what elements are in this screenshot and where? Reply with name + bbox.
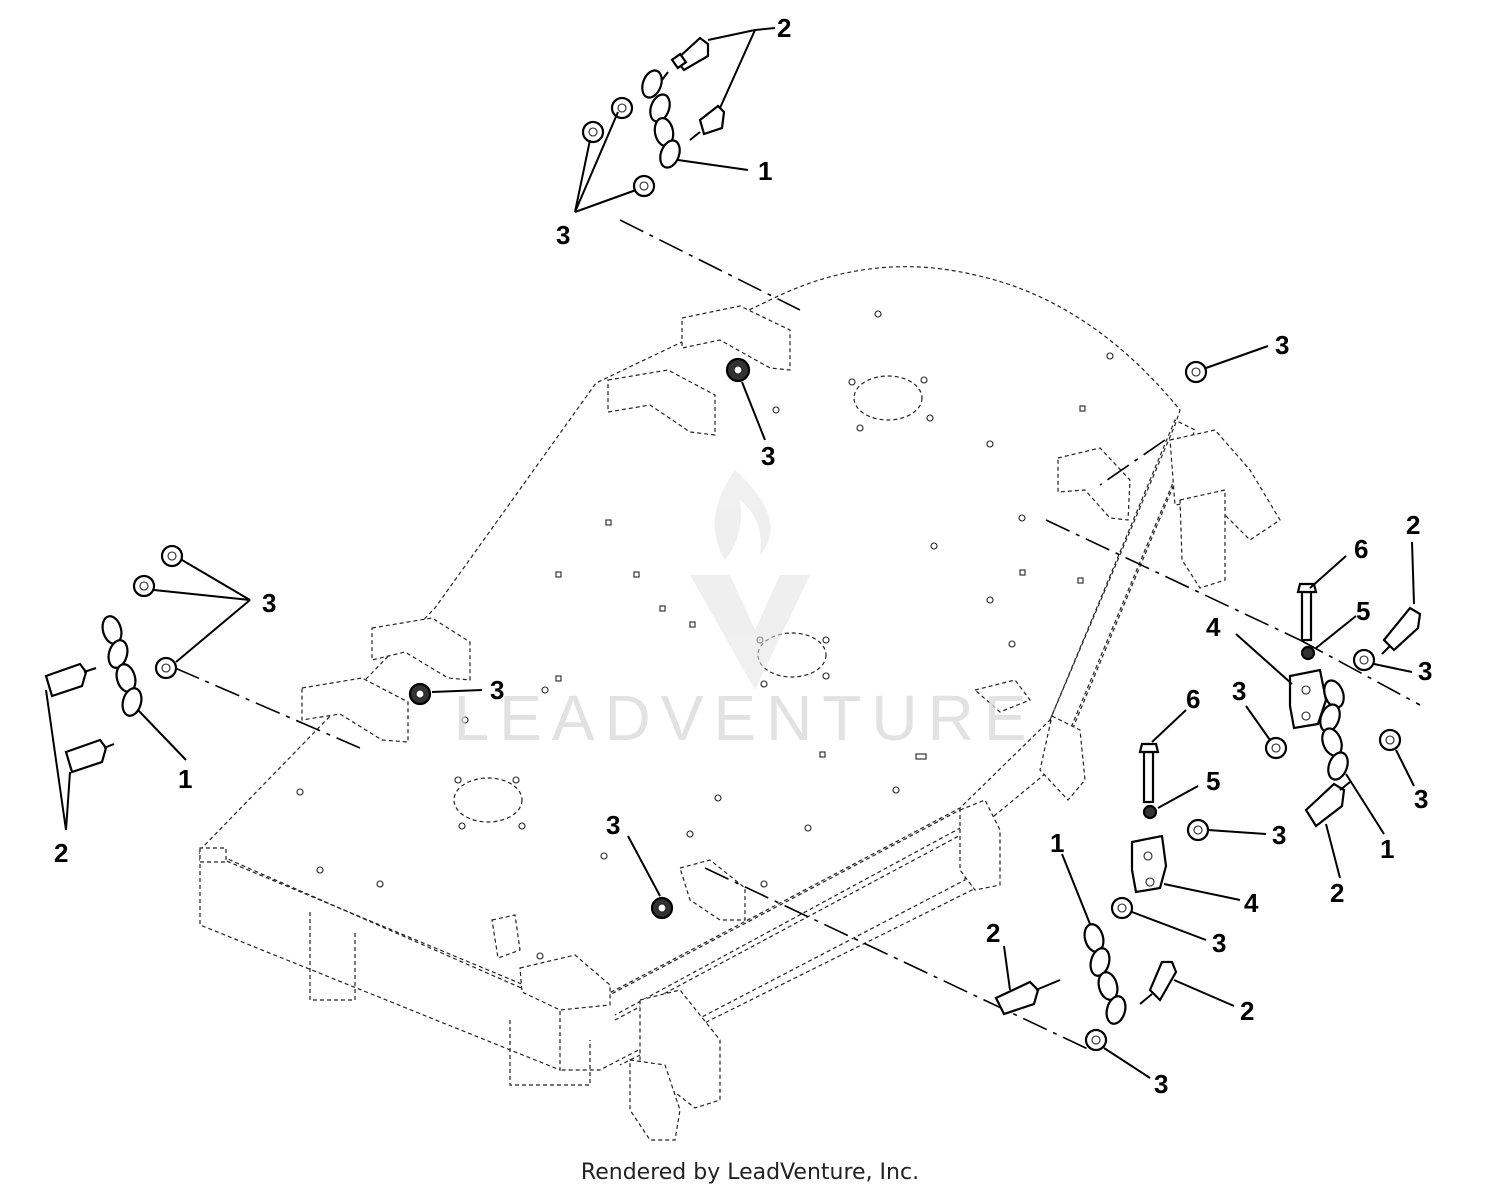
callout-lower-6: 6 — [1186, 684, 1200, 714]
watermark-logo — [690, 470, 810, 690]
callout-top-3: 3 — [556, 220, 570, 250]
chain-top — [641, 69, 681, 169]
callout-left-2: 2 — [54, 838, 68, 868]
callout-deck-3-b: 3 — [1275, 330, 1289, 360]
callout-right-3-b: 3 — [1232, 676, 1246, 706]
callout-left-3: 3 — [262, 588, 276, 618]
footer-credit: Rendered by LeadVenture, Inc. — [580, 1160, 920, 1185]
chain-right — [1319, 679, 1349, 781]
callout-mid-3: 3 — [490, 675, 504, 705]
callout-left-1: 1 — [178, 764, 192, 794]
callout-lower-2-a: 2 — [986, 918, 1000, 948]
callout-right-3-a: 3 — [1418, 656, 1432, 686]
callout-right-2-bottom: 2 — [1330, 878, 1344, 908]
callout-right-5: 5 — [1356, 596, 1370, 626]
chain-lower — [1083, 923, 1127, 1025]
callout-right-2-top: 2 — [1406, 510, 1420, 540]
callout-lower-1: 1 — [1050, 828, 1064, 858]
watermark-text: LEADVENTURE — [454, 682, 1037, 754]
chain-left — [101, 615, 143, 717]
callout-right-1: 1 — [1380, 834, 1394, 864]
callout-right-6: 6 — [1354, 534, 1368, 564]
callout-top-2: 2 — [777, 13, 791, 43]
callout-front-3: 3 — [606, 810, 620, 840]
callout-lower-3-b: 3 — [1212, 928, 1226, 958]
callout-lower-4: 4 — [1244, 888, 1259, 918]
callout-lower-3-a: 3 — [1272, 820, 1286, 850]
callout-top-1: 1 — [758, 156, 772, 186]
mower-deck — [198, 266, 1281, 1141]
callout-deck-3-a: 3 — [761, 441, 775, 471]
alignment-lines — [174, 219, 1421, 1051]
hardware-left-cluster — [44, 544, 184, 774]
hardware-top-cluster — [581, 36, 726, 198]
callout-lower-5: 5 — [1206, 766, 1220, 796]
callout-lower-2-b: 2 — [1240, 996, 1254, 1026]
hardware-right-cluster — [1264, 582, 1422, 828]
callout-right-3-c: 3 — [1414, 784, 1428, 814]
callout-lower-3-c: 3 — [1154, 1069, 1168, 1099]
callout-right-4: 4 — [1206, 612, 1221, 642]
hardware-lower-cluster — [994, 742, 1210, 1052]
